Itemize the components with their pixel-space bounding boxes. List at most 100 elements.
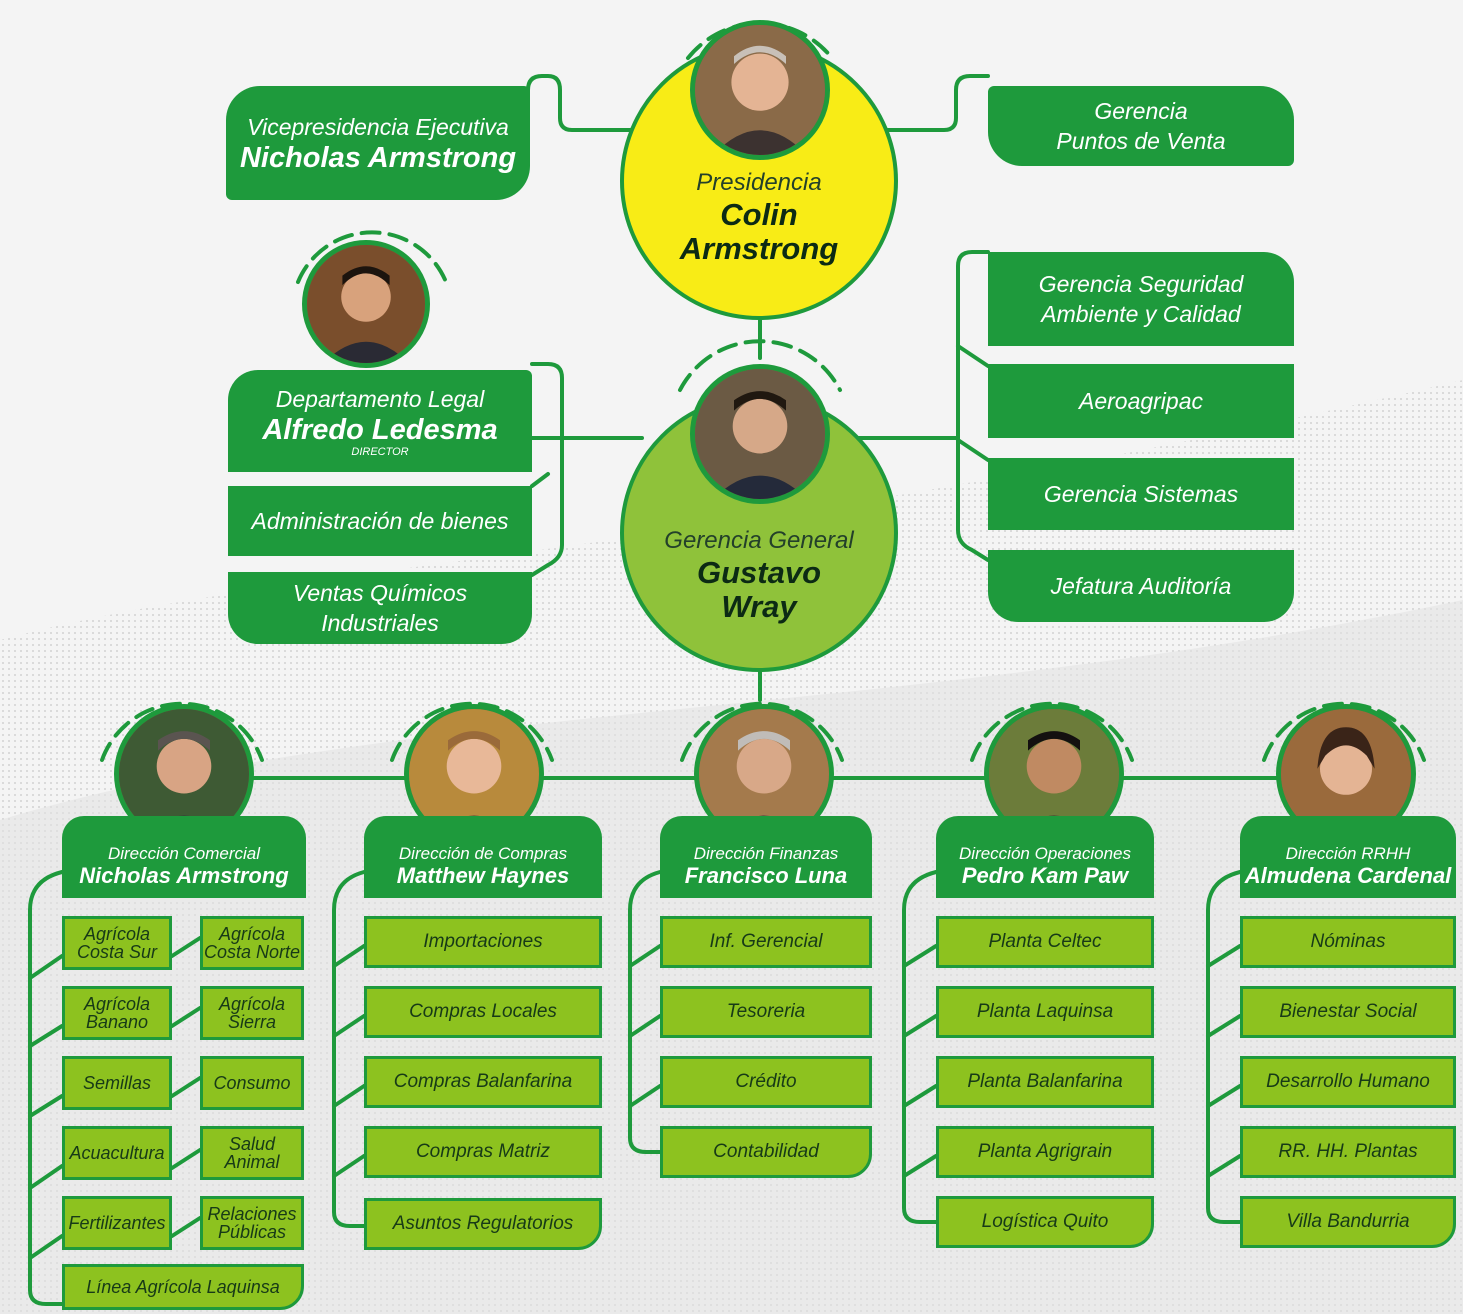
staff-seguridad: Gerencia Seguridad Ambiente y Calidad — [988, 252, 1294, 346]
staff-auditoria: Jefatura Auditoría — [988, 550, 1294, 622]
legal-photo — [302, 240, 430, 368]
comercial-item-label: Salud — [228, 1134, 276, 1154]
operaciones-item-label: Planta Agrigrain — [977, 1141, 1113, 1162]
compras-item-label: Compras Matriz — [415, 1141, 551, 1162]
comercial-item-label: Agrícola — [83, 994, 151, 1014]
comercial-item: Agrícola Costa Norte — [200, 916, 304, 970]
direction-title: Dirección Finanzas — [693, 844, 839, 863]
comercial-item: Fertilizantes — [62, 1196, 172, 1250]
comercial-item-label: Agrícola — [83, 924, 151, 944]
finanzas-item: Inf. Gerencial — [660, 916, 872, 968]
compras-item: Compras Locales — [364, 986, 602, 1038]
comercial-item-label: Agrícola — [218, 994, 286, 1014]
comercial-item-label: Animal — [224, 1152, 280, 1172]
comercial-item: Agrícola Sierra — [200, 986, 304, 1040]
presidencia-name-line1: Colin — [720, 197, 798, 232]
legal-name: Alfredo Ledesma — [262, 414, 498, 446]
staff-aeroagripac: Aeroagripac — [988, 364, 1294, 438]
general-photo — [690, 364, 830, 504]
rrhh-item: Desarrollo Humano — [1240, 1056, 1456, 1108]
direction-name: Nicholas Armstrong — [79, 863, 289, 888]
direction-name: Pedro Kam Paw — [961, 863, 1129, 888]
finanzas-item: Crédito — [660, 1056, 872, 1108]
vicepresidencia-title: Vicepresidencia Ejecutiva — [247, 114, 509, 140]
comercial-item-label: Acuacultura — [69, 1143, 165, 1163]
rrhh-item: Villa Bandurria — [1240, 1196, 1456, 1248]
comercial-item-label: Costa Norte — [203, 942, 301, 962]
comercial-item-label: Públicas — [217, 1222, 287, 1242]
comercial-item: Acuacultura — [62, 1126, 172, 1180]
comercial-item-label: Fertilizantes — [68, 1213, 166, 1233]
legal-item-ventas-quimicos: Ventas Químicos Industriales — [228, 572, 532, 644]
legal-item-label: Ventas Químicos — [292, 580, 468, 606]
direction-name: Matthew Haynes — [396, 863, 570, 888]
rrhh-item-label: Villa Bandurria — [1286, 1211, 1410, 1232]
comercial-item-label: Relaciones — [207, 1204, 297, 1224]
puntos-venta-box: Gerencia Puntos de Venta — [988, 86, 1294, 166]
compras-item: Asuntos Regulatorios — [364, 1198, 602, 1250]
person-photo-icon — [307, 245, 425, 363]
compras-item-label: Asuntos Regulatorios — [392, 1213, 574, 1234]
general-name-line2: Wray — [721, 589, 797, 624]
comercial-item: Agrícola Costa Sur — [62, 916, 172, 970]
direction-header-rrhh: Dirección RRHH Almudena Cardenal — [1240, 816, 1456, 898]
finanzas-item-label: Tesoreria — [726, 1001, 806, 1022]
person-photo-icon — [695, 25, 825, 155]
rrhh-item-label: Nóminas — [1310, 931, 1386, 952]
presidencia-photo — [690, 20, 830, 160]
comercial-item: Salud Animal — [200, 1126, 304, 1180]
direction-header-comercial: Dirección Comercial Nicholas Armstrong — [62, 816, 306, 898]
staff-line: Gerencia Sistemas — [1043, 481, 1239, 507]
operaciones-item: Planta Agrigrain — [936, 1126, 1154, 1178]
operaciones-item-label: Planta Laquinsa — [976, 1001, 1114, 1022]
rrhh-item: RR. HH. Plantas — [1240, 1126, 1456, 1178]
direction-header-compras: Dirección de Compras Matthew Haynes — [364, 816, 602, 898]
comercial-item-label: Costa Sur — [76, 942, 158, 962]
finanzas-item-label: Inf. Gerencial — [709, 931, 823, 952]
person-photo-icon — [695, 369, 825, 499]
direction-name: Almudena Cardenal — [1244, 863, 1452, 888]
rrhh-item: Nóminas — [1240, 916, 1456, 968]
direction-title: Dirección de Compras — [398, 844, 568, 863]
vicepresidencia-box: Vicepresidencia Ejecutiva Nicholas Armst… — [226, 86, 530, 200]
staff-line: Jefatura Auditoría — [1050, 573, 1232, 599]
direction-header-finanzas: Dirección Finanzas Francisco Luna — [660, 816, 872, 898]
rrhh-item: Bienestar Social — [1240, 986, 1456, 1038]
staff-sistemas: Gerencia Sistemas — [988, 458, 1294, 530]
direction-name: Francisco Luna — [684, 863, 848, 888]
direction-title: Dirección Operaciones — [959, 844, 1131, 863]
general-name-line1: Gustavo — [696, 555, 822, 590]
legal-role: DIRECTOR — [351, 446, 409, 458]
comercial-item: Semillas — [62, 1056, 172, 1110]
comercial-item-label: Sierra — [227, 1012, 276, 1032]
direction-header-operaciones: Dirección Operaciones Pedro Kam Paw — [936, 816, 1154, 898]
operaciones-item-label: Planta Celtec — [988, 931, 1102, 952]
comercial-item-label: Banano — [85, 1012, 149, 1032]
puntos-venta-line1: Gerencia — [1094, 98, 1188, 124]
comercial-item-label: Agrícola — [218, 924, 286, 944]
compras-item: Importaciones — [364, 916, 602, 968]
comercial-item: Agrícola Banano — [62, 986, 172, 1040]
direction-title: Dirección RRHH — [1285, 844, 1411, 863]
compras-item-label: Compras Balanfarina — [393, 1071, 573, 1092]
rrhh-item-label: Desarrollo Humano — [1266, 1071, 1430, 1092]
legal-box: Departamento Legal Alfredo Ledesma DIREC… — [228, 370, 532, 472]
compras-item-label: Importaciones — [423, 931, 543, 952]
puntos-venta-line2: Puntos de Venta — [1056, 128, 1226, 154]
comercial-item: Relaciones Públicas — [200, 1196, 304, 1250]
compras-item-label: Compras Locales — [409, 1001, 557, 1022]
operaciones-item: Logística Quito — [936, 1196, 1154, 1248]
finanzas-item-label: Crédito — [735, 1071, 797, 1092]
staff-line: Aeroagripac — [1078, 388, 1204, 414]
operaciones-item: Planta Laquinsa — [936, 986, 1154, 1038]
operaciones-item-label: Planta Balanfarina — [967, 1071, 1123, 1092]
legal-title: Departamento Legal — [275, 386, 485, 412]
legal-item-administracion: Administración de bienes — [228, 486, 532, 556]
compras-item: Compras Balanfarina — [364, 1056, 602, 1108]
operaciones-item: Planta Celtec — [936, 916, 1154, 968]
operaciones-item-label: Logística Quito — [981, 1211, 1109, 1232]
finanzas-item: Contabilidad — [660, 1126, 872, 1178]
finanzas-item: Tesoreria — [660, 986, 872, 1038]
finanzas-item-label: Contabilidad — [713, 1141, 819, 1162]
comercial-item-label: Consumo — [213, 1073, 291, 1093]
